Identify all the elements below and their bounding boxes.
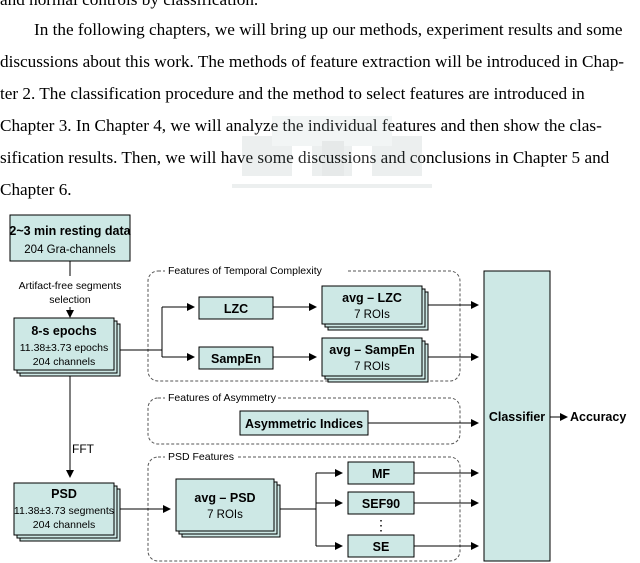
mf-label: MF <box>372 467 390 481</box>
avg-sampen-rois: 7 ROIs <box>354 361 390 373</box>
text-line: Chapter 6. <box>0 180 72 199</box>
classifier-box <box>483 270 551 562</box>
accuracy-label: Accuracy <box>570 410 626 424</box>
psd-box <box>13 482 115 536</box>
artifact-label-1: Artifact-free segments <box>19 280 122 292</box>
group-title-temporal: Features of Temporal Complexity <box>168 265 323 277</box>
avg-lzc-title: avg – LZC <box>342 291 402 305</box>
psd-title: PSD <box>51 487 77 501</box>
classifier-label: Classifier <box>489 410 545 424</box>
psd-channels: 204 channels <box>33 519 95 531</box>
avg-psd-rois: 7 ROIs <box>207 509 243 521</box>
group-title-psd: PSD Features <box>168 451 234 463</box>
lzc-label: LZC <box>224 302 248 316</box>
sampen-box <box>198 346 274 370</box>
sampen-label: SampEn <box>211 352 261 366</box>
epochs-channels: 204 channels <box>33 356 95 368</box>
resting-data-title: 2~3 min resting data <box>9 224 131 238</box>
avg-sampen-box <box>321 337 423 377</box>
se-label: SE <box>373 540 390 554</box>
text-line: and normal controls by classification. <box>0 0 258 10</box>
university-seal-watermark <box>232 116 432 188</box>
avg-lzc-rois: 7 ROIs <box>354 309 390 321</box>
lzc-box <box>198 296 274 320</box>
psd-segments: 11.38±3.73 segments <box>14 505 114 517</box>
epochs-count: 11.38±3.73 epochs <box>20 342 108 354</box>
asymmetric-indices-box <box>239 410 369 436</box>
group-asymmetry <box>147 397 461 445</box>
ellipsis-dots: ⋮ <box>374 517 388 533</box>
text-line: sification results. Then, we will have s… <box>0 148 610 167</box>
group-title-asymmetry: Features of Asymmetry <box>168 392 277 404</box>
text-line: In the following chapters, we will bring… <box>34 20 623 39</box>
resting-data-box <box>9 214 131 262</box>
epochs-title: 8-s epochs <box>31 324 96 338</box>
text-line: ter 2. The classification procedure and … <box>0 84 585 103</box>
asymmetric-indices-label: Asymmetric Indices <box>245 417 363 431</box>
avg-psd-title: avg – PSD <box>194 491 255 505</box>
resting-data-subtitle: 204 Gra-channels <box>24 244 116 256</box>
fft-label: FFT <box>72 442 95 456</box>
avg-lzc-box <box>321 285 423 325</box>
sef90-label: SEF90 <box>362 497 400 511</box>
avg-sampen-title: avg – SampEn <box>329 343 414 357</box>
text-line: discussions about this work. The methods… <box>0 52 625 71</box>
artifact-label-2: selection <box>49 294 91 306</box>
avg-psd-box <box>175 478 275 532</box>
text-line: Chapter 3. In Chapter 4, we will analyze… <box>0 116 602 135</box>
epochs-box <box>13 317 115 371</box>
